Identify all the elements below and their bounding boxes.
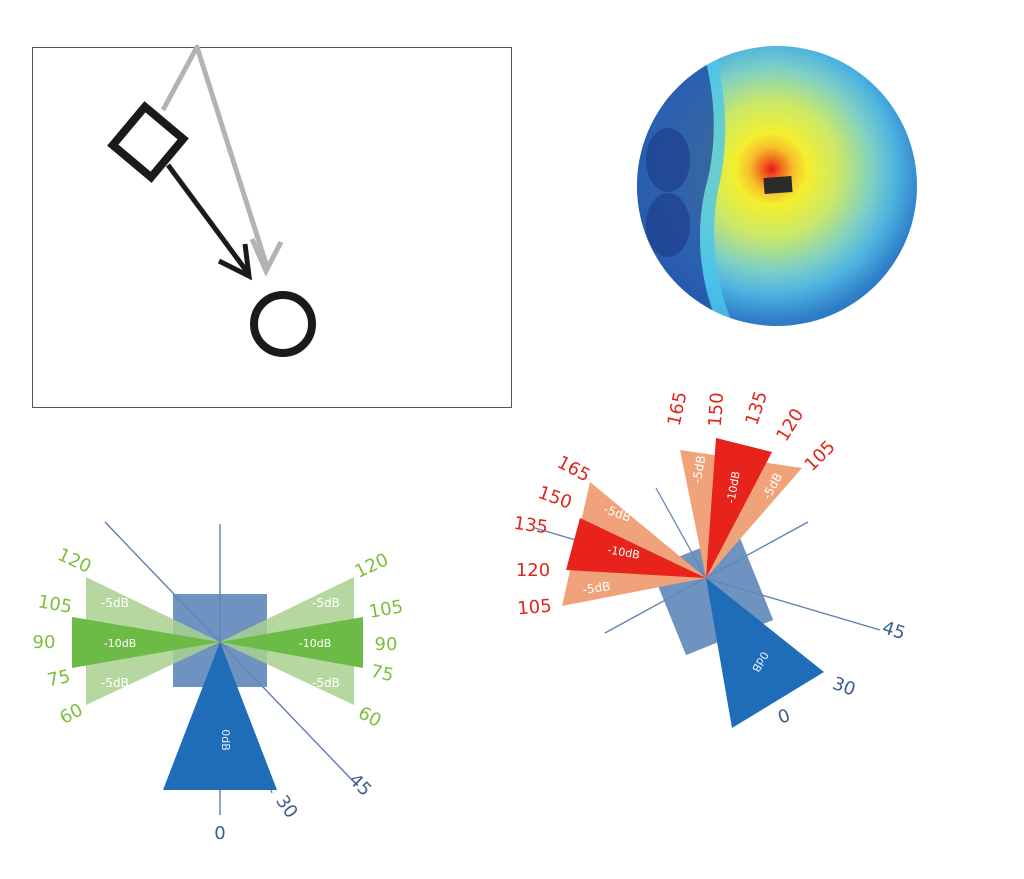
red-blue-label-0: 0	[775, 705, 793, 729]
heatmap-cyan-band	[700, 46, 735, 326]
heatmap-dark-lobe-lower	[646, 193, 690, 257]
cone-bottom	[163, 642, 277, 790]
heatmap-source-box	[763, 176, 793, 194]
green-right-label-60: 60	[355, 702, 385, 731]
green-left-label-105: 105	[36, 591, 73, 618]
green-right-label-105: 105	[367, 596, 404, 623]
green-left-label-120: 120	[54, 544, 94, 578]
green-directivity-pattern: -5dB -10dB -5dB -5dB -10dB -5dB 0dB 120 …	[33, 521, 405, 844]
reflected-path	[160, 44, 271, 271]
source-receiver-schematic	[32, 44, 512, 408]
red-cone-top-inner	[706, 438, 772, 578]
red-top-label-165: 165	[664, 390, 692, 428]
green-right-upper-db: -5dB	[312, 596, 340, 610]
green-bottom-label-30: 30	[271, 791, 301, 822]
red-cone-bottom	[706, 578, 824, 728]
green-left-label-60: 60	[56, 699, 86, 728]
reflected-path-arrowhead	[249, 237, 284, 277]
red-top-label-135: 135	[741, 389, 772, 428]
cone-left-inner	[72, 617, 220, 668]
direct-path	[165, 163, 251, 275]
heatmap-dark-lobe-upper	[646, 128, 690, 192]
green-left-upper-db: -5dB	[101, 596, 129, 610]
direct-path-arrowhead	[217, 243, 253, 281]
green-left-label-90: 90	[33, 632, 56, 653]
green-bottom-label-0: 0	[214, 823, 225, 844]
green-right-label-90: 90	[375, 634, 398, 655]
red-directivity-pattern: -5dB -10dB -5dB -5dB -10dB -5dB 0dB 165 …	[512, 389, 908, 729]
red-left-label-165: 165	[553, 452, 593, 487]
cone-right-inner	[220, 617, 363, 668]
red-top-left-db: -5dB	[690, 454, 709, 484]
green-left-middle-db: -10dB	[104, 637, 137, 650]
red-top-label-150: 150	[705, 392, 728, 428]
red-left-lower-db: -5dB	[582, 579, 612, 597]
sound-field-heatmap	[637, 46, 917, 326]
red-cone-left-inner	[566, 518, 706, 578]
green-center-db: 0dB	[219, 729, 232, 751]
green-right-label-75: 75	[369, 661, 396, 686]
green-right-lower-db: -5dB	[312, 676, 340, 690]
green-bottom-label-45: 45	[344, 770, 375, 801]
green-right-middle-db: -10dB	[299, 637, 332, 650]
square-source-icon	[107, 101, 189, 183]
red-left-label-135: 135	[512, 513, 549, 539]
red-top-label-120: 120	[772, 405, 808, 445]
red-left-label-150: 150	[535, 482, 574, 513]
red-blue-label-30: 30	[830, 673, 859, 701]
red-blue-label-45: 45	[880, 617, 908, 644]
red-top-center-db: -10dB	[724, 470, 742, 504]
green-left-label-75: 75	[45, 666, 72, 691]
green-right-label-120: 120	[352, 549, 392, 583]
red-left-label-105: 105	[516, 596, 552, 620]
red-left-label-120: 120	[516, 560, 550, 581]
circle-receiver-icon	[250, 291, 316, 357]
green-left-lower-db: -5dB	[101, 676, 129, 690]
red-left-center-db: -10dB	[606, 543, 640, 561]
red-top-label-105: 105	[801, 437, 840, 476]
